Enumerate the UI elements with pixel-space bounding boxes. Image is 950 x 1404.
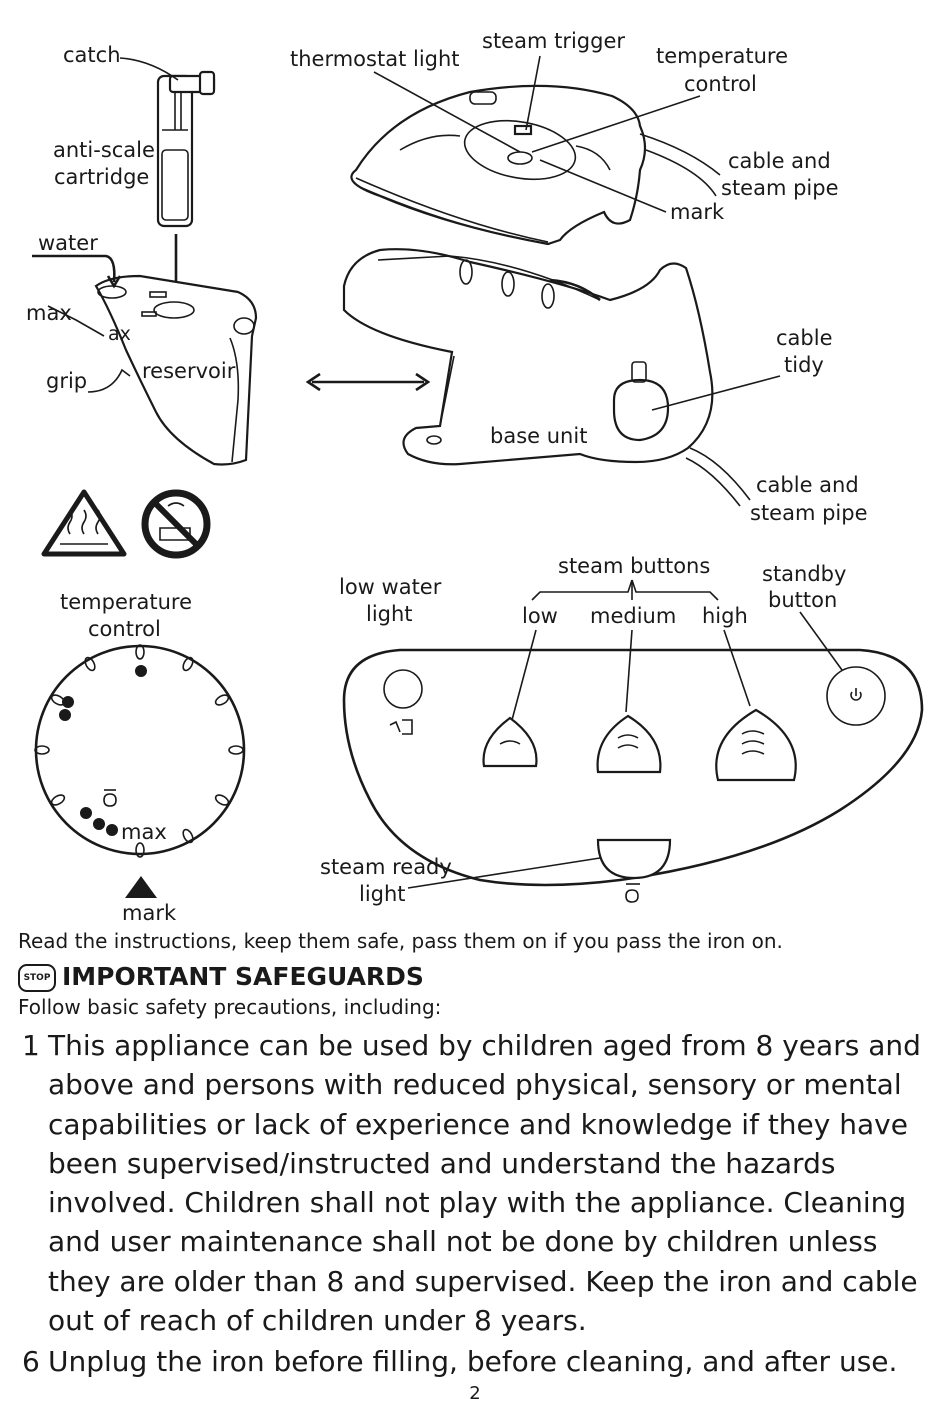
- label-steam-trigger: steam trigger: [482, 29, 625, 53]
- label-cable-pipe-top-2: steam pipe: [721, 176, 839, 200]
- item-text: This appliance can be used by children a…: [48, 1029, 921, 1338]
- dial-title-1: temperature: [60, 590, 192, 614]
- label-steam-buttons: steam buttons: [558, 554, 710, 578]
- temperature-dial: [34, 644, 246, 898]
- hot-surface-warning-icon: [41, 489, 127, 557]
- heading-text: IMPORTANT SAFEGUARDS: [62, 962, 424, 991]
- stop-icon: STOP: [18, 964, 56, 992]
- item-number: 1: [22, 1029, 40, 1062]
- label-reservoir: reservoir: [142, 359, 236, 383]
- iron-illustration: [350, 84, 721, 246]
- reservoir-illustration: [94, 274, 258, 466]
- anti-scale-cartridge-illustration: [156, 70, 216, 228]
- dial-title-2: control: [88, 617, 161, 641]
- label-anti-scale: anti-scale: [53, 138, 155, 162]
- label-max: max: [26, 301, 72, 325]
- base-unit-illustration: [342, 248, 751, 507]
- label-low: low: [522, 604, 558, 628]
- label-cable-pipe-bottom-1: cable and: [756, 473, 859, 497]
- label-steam-ready-1: steam ready: [320, 855, 452, 879]
- page-number: 2: [469, 1383, 481, 1404]
- label-cable-tidy-1: cable: [776, 326, 833, 350]
- iron-parts-diagram: catch anti-scale cartridge water max ax …: [26, 29, 924, 925]
- item-number: 6: [22, 1345, 40, 1378]
- intro-text: Read the instructions, keep them safe, p…: [18, 929, 783, 953]
- label-cable-pipe-bottom-2: steam pipe: [750, 501, 868, 525]
- label-thermostat-light: thermostat light: [290, 47, 460, 71]
- safeguard-item-6: 6 Unplug the iron before filling, before…: [22, 1342, 936, 1381]
- label-base-unit: base unit: [490, 424, 587, 448]
- label-mark: mark: [670, 200, 725, 224]
- safeguard-item-1: 1 This appliance can be used by children…: [22, 1026, 936, 1340]
- label-steam-ready-2: light: [359, 882, 406, 906]
- dial-max-label: max: [121, 820, 167, 844]
- label-low-water-2: light: [366, 602, 413, 626]
- item-text: Unplug the iron before filling, before c…: [48, 1345, 898, 1378]
- label-low-water-1: low water: [339, 575, 442, 599]
- label-grip: grip: [46, 369, 87, 393]
- label-water: water: [38, 231, 98, 255]
- label-standby-2: button: [768, 588, 837, 612]
- label-temperature-control-1: temperature: [656, 44, 788, 68]
- dial-mark-label: mark: [122, 901, 177, 925]
- label-cable-pipe-top-1: cable and: [728, 149, 831, 173]
- leader-lines: [47, 55, 843, 889]
- label-cable-tidy-2: tidy: [784, 353, 824, 377]
- reservoir-max-mark: ax: [108, 323, 131, 345]
- label-catch: catch: [63, 43, 121, 67]
- label-temperature-control-2: control: [684, 72, 757, 96]
- control-panel-illustration: [342, 648, 924, 903]
- label-standby-1: standby: [762, 562, 846, 586]
- label-high: high: [702, 604, 748, 628]
- label-cartridge: cartridge: [54, 165, 149, 189]
- do-not-immerse-icon: [141, 489, 211, 559]
- label-medium: medium: [590, 604, 676, 628]
- follow-text: Follow basic safety precautions, includi…: [18, 995, 442, 1019]
